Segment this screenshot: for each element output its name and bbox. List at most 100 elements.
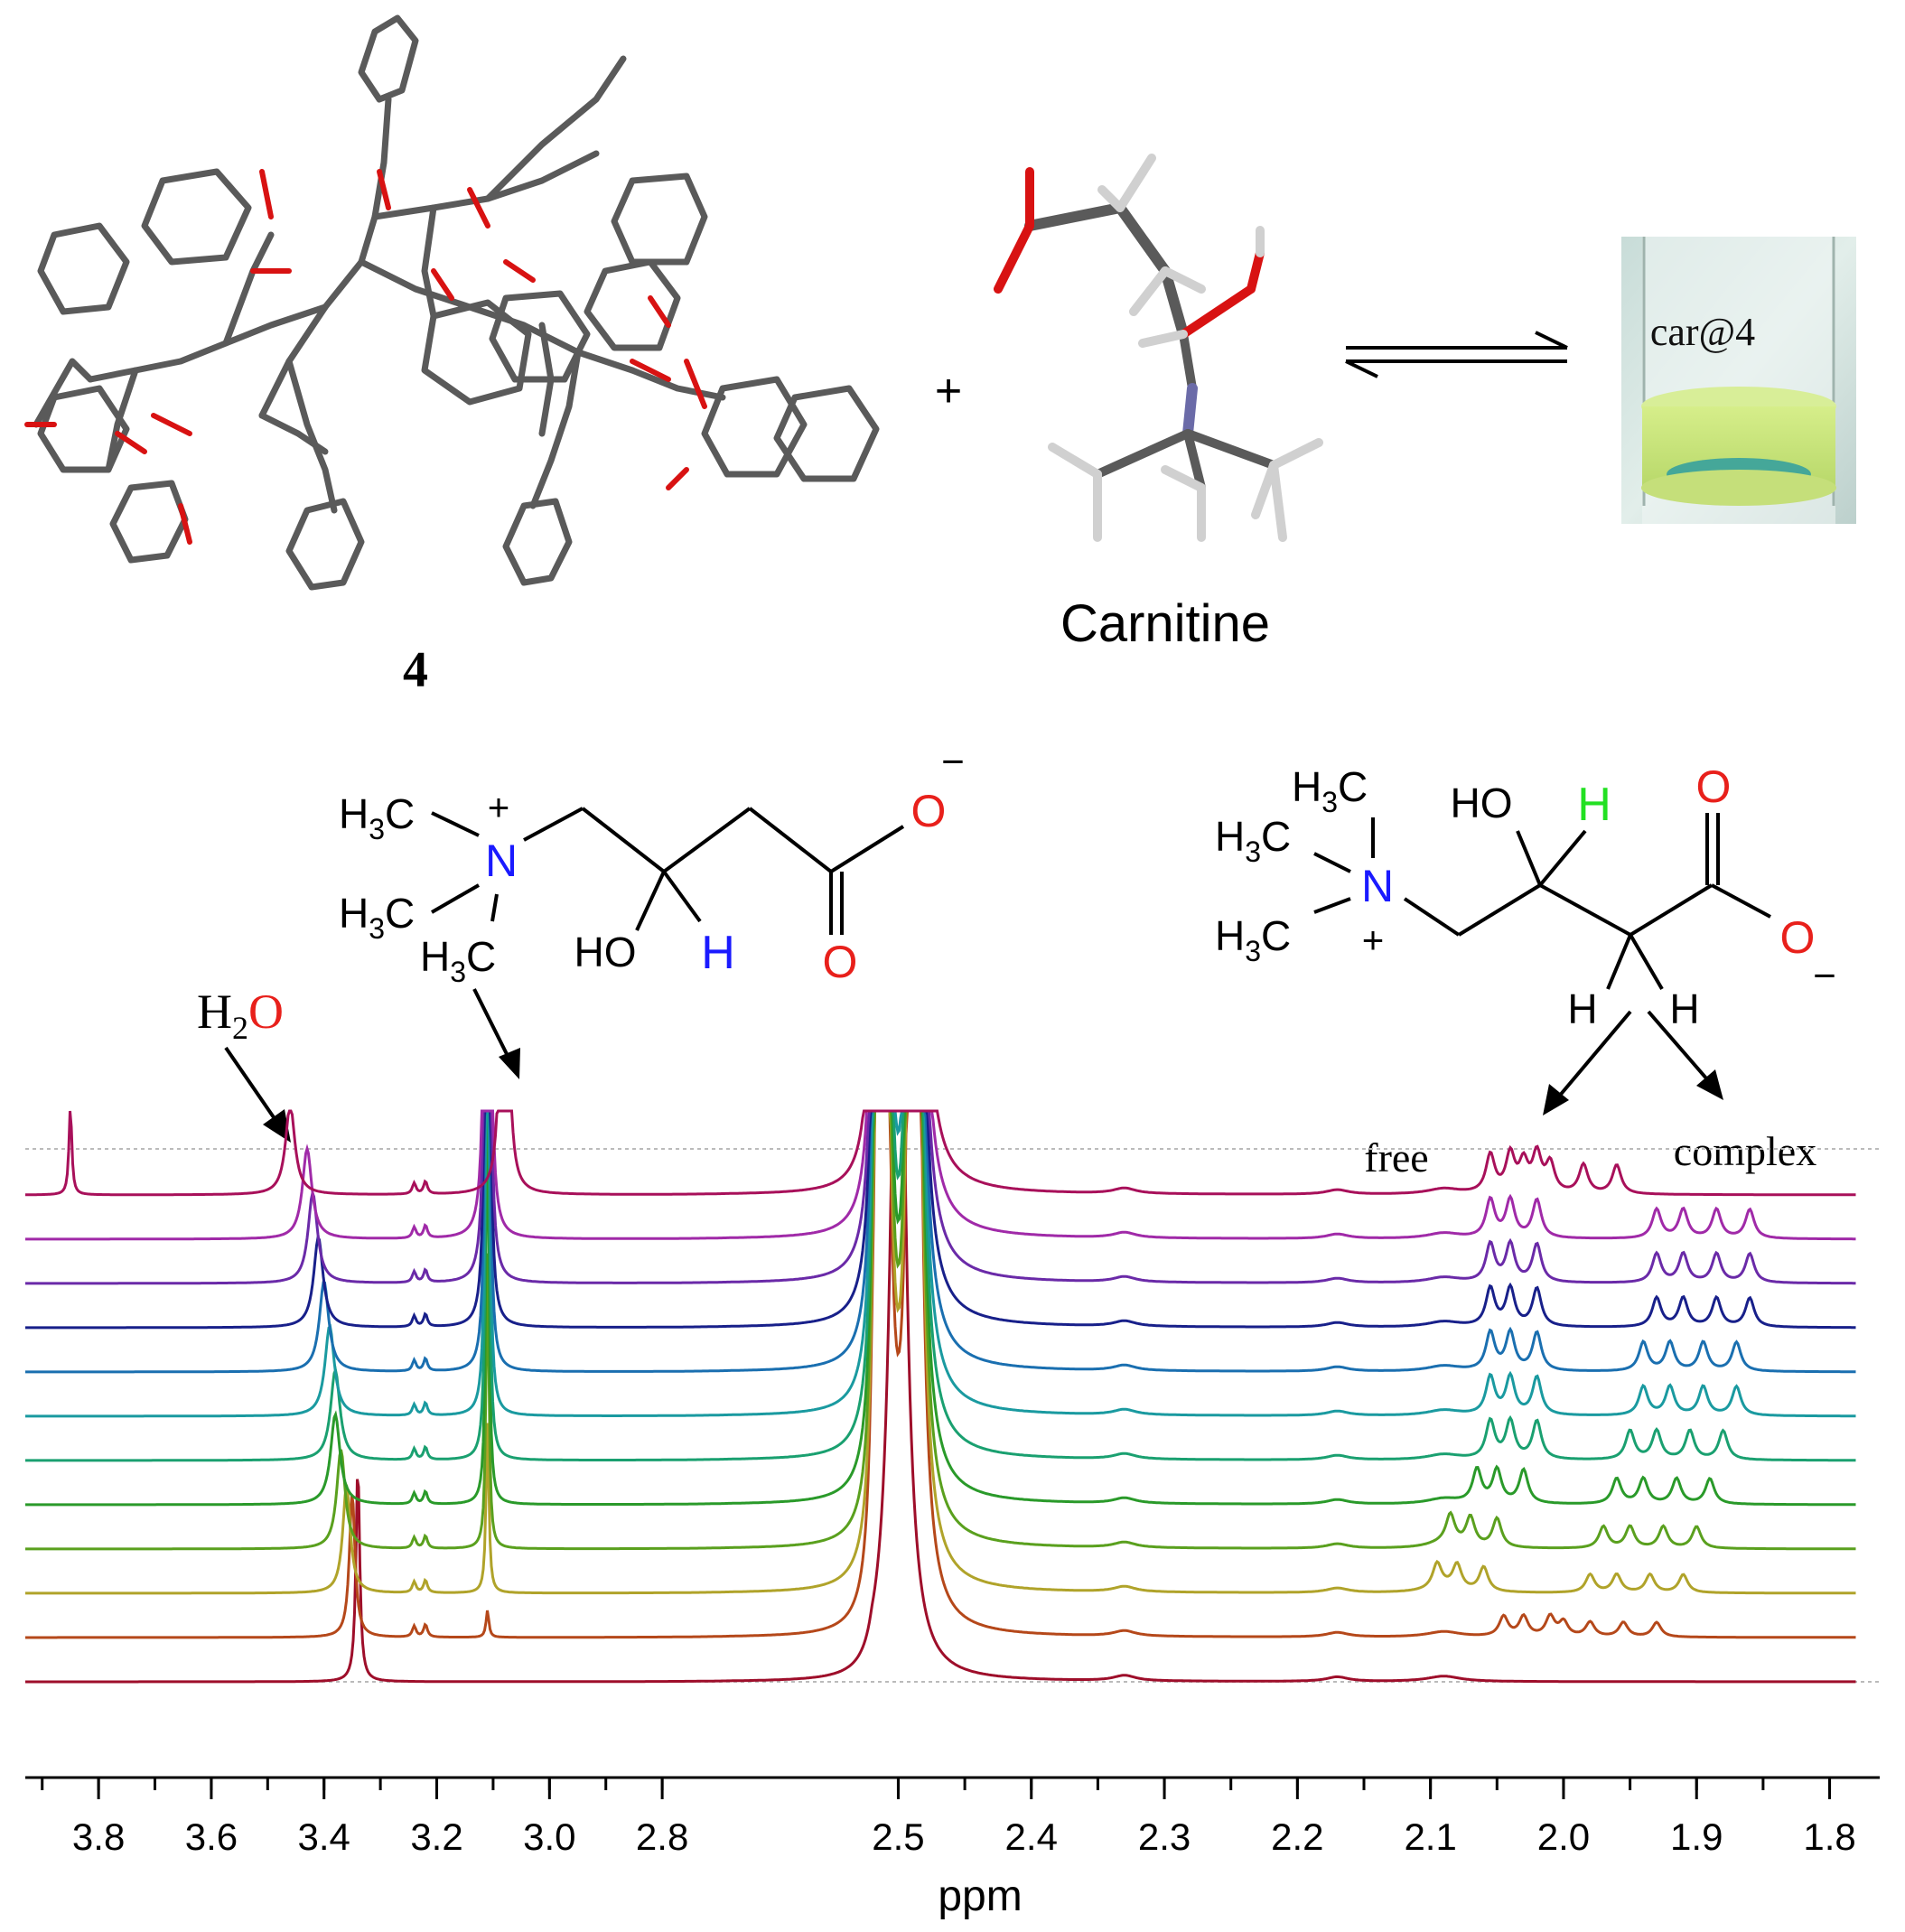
nmr-stacked-spectra: [25, 1109, 1880, 1684]
left-methyl-3-sub: 3: [450, 956, 466, 988]
spectrum-trace-8: [25, 1109, 1856, 1374]
svg-text:H3C: H3C: [339, 890, 415, 945]
x-tick-label: 2.3: [1138, 1815, 1191, 1858]
left-methine-h: H: [701, 927, 735, 979]
water-label-o: O: [248, 985, 284, 1039]
water-arrow: [224, 1046, 291, 1143]
host-oxygen-bonds: [24, 169, 707, 545]
x-axis-label: ppm: [938, 1872, 1022, 1920]
right-hydroxyl: HO: [1451, 779, 1513, 826]
complex-label: complex: [1674, 1128, 1816, 1174]
x-tick-label: 2.4: [1005, 1815, 1058, 1858]
x-tick-label: 3.8: [72, 1815, 125, 1858]
left-methyl-2-h: H: [339, 890, 369, 937]
spectrum-trace-2: [25, 1109, 1856, 1639]
right-carbonyl-o: O: [1696, 761, 1732, 812]
carnitine-model: [994, 154, 1323, 542]
svg-text:H3C: H3C: [339, 790, 415, 845]
spectrum-trace-1: [25, 1109, 1856, 1684]
spectra-series: [25, 1109, 1856, 1684]
right-methyl-1-c: C: [1338, 763, 1368, 810]
spectrum-trace-6: [25, 1109, 1856, 1462]
spectrum-trace-5: [25, 1109, 1856, 1507]
right-methyl-2-sub: 3: [1245, 835, 1261, 868]
left-structure-bonds: [431, 807, 905, 935]
free-label: free: [1364, 1134, 1428, 1181]
right-methyl-2-c: C: [1261, 813, 1291, 860]
spectrum-trace-12: [25, 1109, 1856, 1197]
svg-text:H3C: H3C: [420, 933, 496, 988]
right-structure-bonds: [1313, 813, 1771, 991]
left-structure: H3C H3C H3C N + HO H O − O: [339, 740, 965, 988]
x-tick-label: 1.8: [1803, 1815, 1855, 1858]
methyl-arrow: [472, 988, 520, 1079]
left-methyl-3: H3C: [420, 933, 496, 988]
right-green-h: H: [1577, 779, 1611, 831]
x-axis-tick-labels: 3.8 3.6 3.4 3.2 3.0 2.8 2.5 2.4 2.3 2.2 2.1 2.0 1.9 1…: [72, 1815, 1856, 1858]
right-methyl-3-h: H: [1215, 912, 1245, 959]
vial-photo: [1621, 237, 1856, 524]
left-carboxylate-o-minus: O: [911, 786, 947, 836]
spectrum-trace-9: [25, 1109, 1856, 1330]
reaction-plus-sign: +: [935, 365, 962, 417]
spectrum-trace-11: [25, 1109, 1856, 1241]
spectrum-trace-4: [25, 1109, 1856, 1551]
left-charge-plus: +: [488, 786, 510, 828]
right-methylene-h1: H: [1567, 985, 1597, 1032]
left-methyl-2-sub: 3: [369, 912, 385, 945]
equilibrium-arrows: [1345, 331, 1568, 378]
vial-label: car@4: [1650, 310, 1755, 354]
left-nitrogen: N: [485, 835, 518, 886]
right-charge-plus: +: [1362, 919, 1385, 961]
right-methyl-2: H3C: [1215, 813, 1291, 868]
right-carboxylate-o-minus: O: [1780, 912, 1816, 963]
host-bonds: [33, 55, 726, 514]
baseline-guides: [25, 1148, 1880, 1683]
x-tick-label: 2.0: [1537, 1815, 1590, 1858]
x-tick-label: 2.2: [1271, 1815, 1323, 1858]
right-methylene-h2: H: [1669, 985, 1699, 1032]
x-tick-label: 2.5: [872, 1815, 924, 1858]
spectrum-trace-10: [25, 1109, 1856, 1285]
spectrum-trace-3: [25, 1109, 1856, 1595]
right-structure: H3C H3C H3C N + HO H O O − H H: [1215, 761, 1836, 1032]
x-tick-label: 2.1: [1404, 1815, 1456, 1858]
x-tick-label: 2.8: [636, 1815, 688, 1858]
left-methyl-2: H3C: [339, 890, 415, 945]
left-methyl-1-h: H: [339, 790, 369, 837]
left-methyl-1-c: C: [385, 790, 415, 837]
right-methyl-1-sub: 3: [1321, 786, 1338, 818]
left-carbonyl-o: O: [823, 937, 858, 987]
carnitine-label: Carnitine: [1060, 594, 1270, 653]
x-axis-ticks: [41, 1778, 1832, 1799]
right-methyl-1-h: H: [1292, 763, 1321, 810]
left-charge-minus: −: [941, 740, 965, 784]
left-hydroxyl: HO: [574, 929, 637, 975]
right-methyl-3-c: C: [1261, 912, 1291, 959]
right-nitrogen: N: [1361, 861, 1394, 911]
water-label-h: H: [197, 985, 232, 1039]
left-methyl-3-h: H: [420, 933, 450, 980]
svg-text:H2O: H2O: [197, 985, 284, 1046]
x-tick-label: 3.2: [410, 1815, 462, 1858]
right-methyl-1: H3C: [1292, 763, 1368, 818]
left-methyl-2-c: C: [385, 890, 415, 937]
methylene-arrows: [1543, 1010, 1723, 1115]
x-tick-label: 1.9: [1670, 1815, 1723, 1858]
host-molecule-4-model: [24, 14, 880, 591]
water-annotation: H2O: [197, 985, 291, 1143]
right-charge-minus: −: [1813, 954, 1836, 998]
right-methyl-3: H3C: [1215, 912, 1291, 967]
right-methyl-2-h: H: [1215, 813, 1245, 860]
x-tick-label: 3.0: [523, 1815, 575, 1858]
x-tick-label: 3.6: [185, 1815, 238, 1858]
host-label: 4: [403, 642, 428, 698]
left-methyl-1: H3C: [339, 790, 415, 845]
x-axis: 3.8 3.6 3.4 3.2 3.0 2.8 2.5 2.4 2.3 2.2 2.1 2.0 1.9 1…: [25, 1776, 1880, 1920]
left-methyl-3-c: C: [466, 933, 496, 980]
svg-text:H3C: H3C: [1215, 813, 1291, 868]
svg-text:H3C: H3C: [1292, 763, 1368, 818]
water-label-sub: 2: [232, 1010, 248, 1046]
x-tick-label: 3.4: [298, 1815, 350, 1858]
